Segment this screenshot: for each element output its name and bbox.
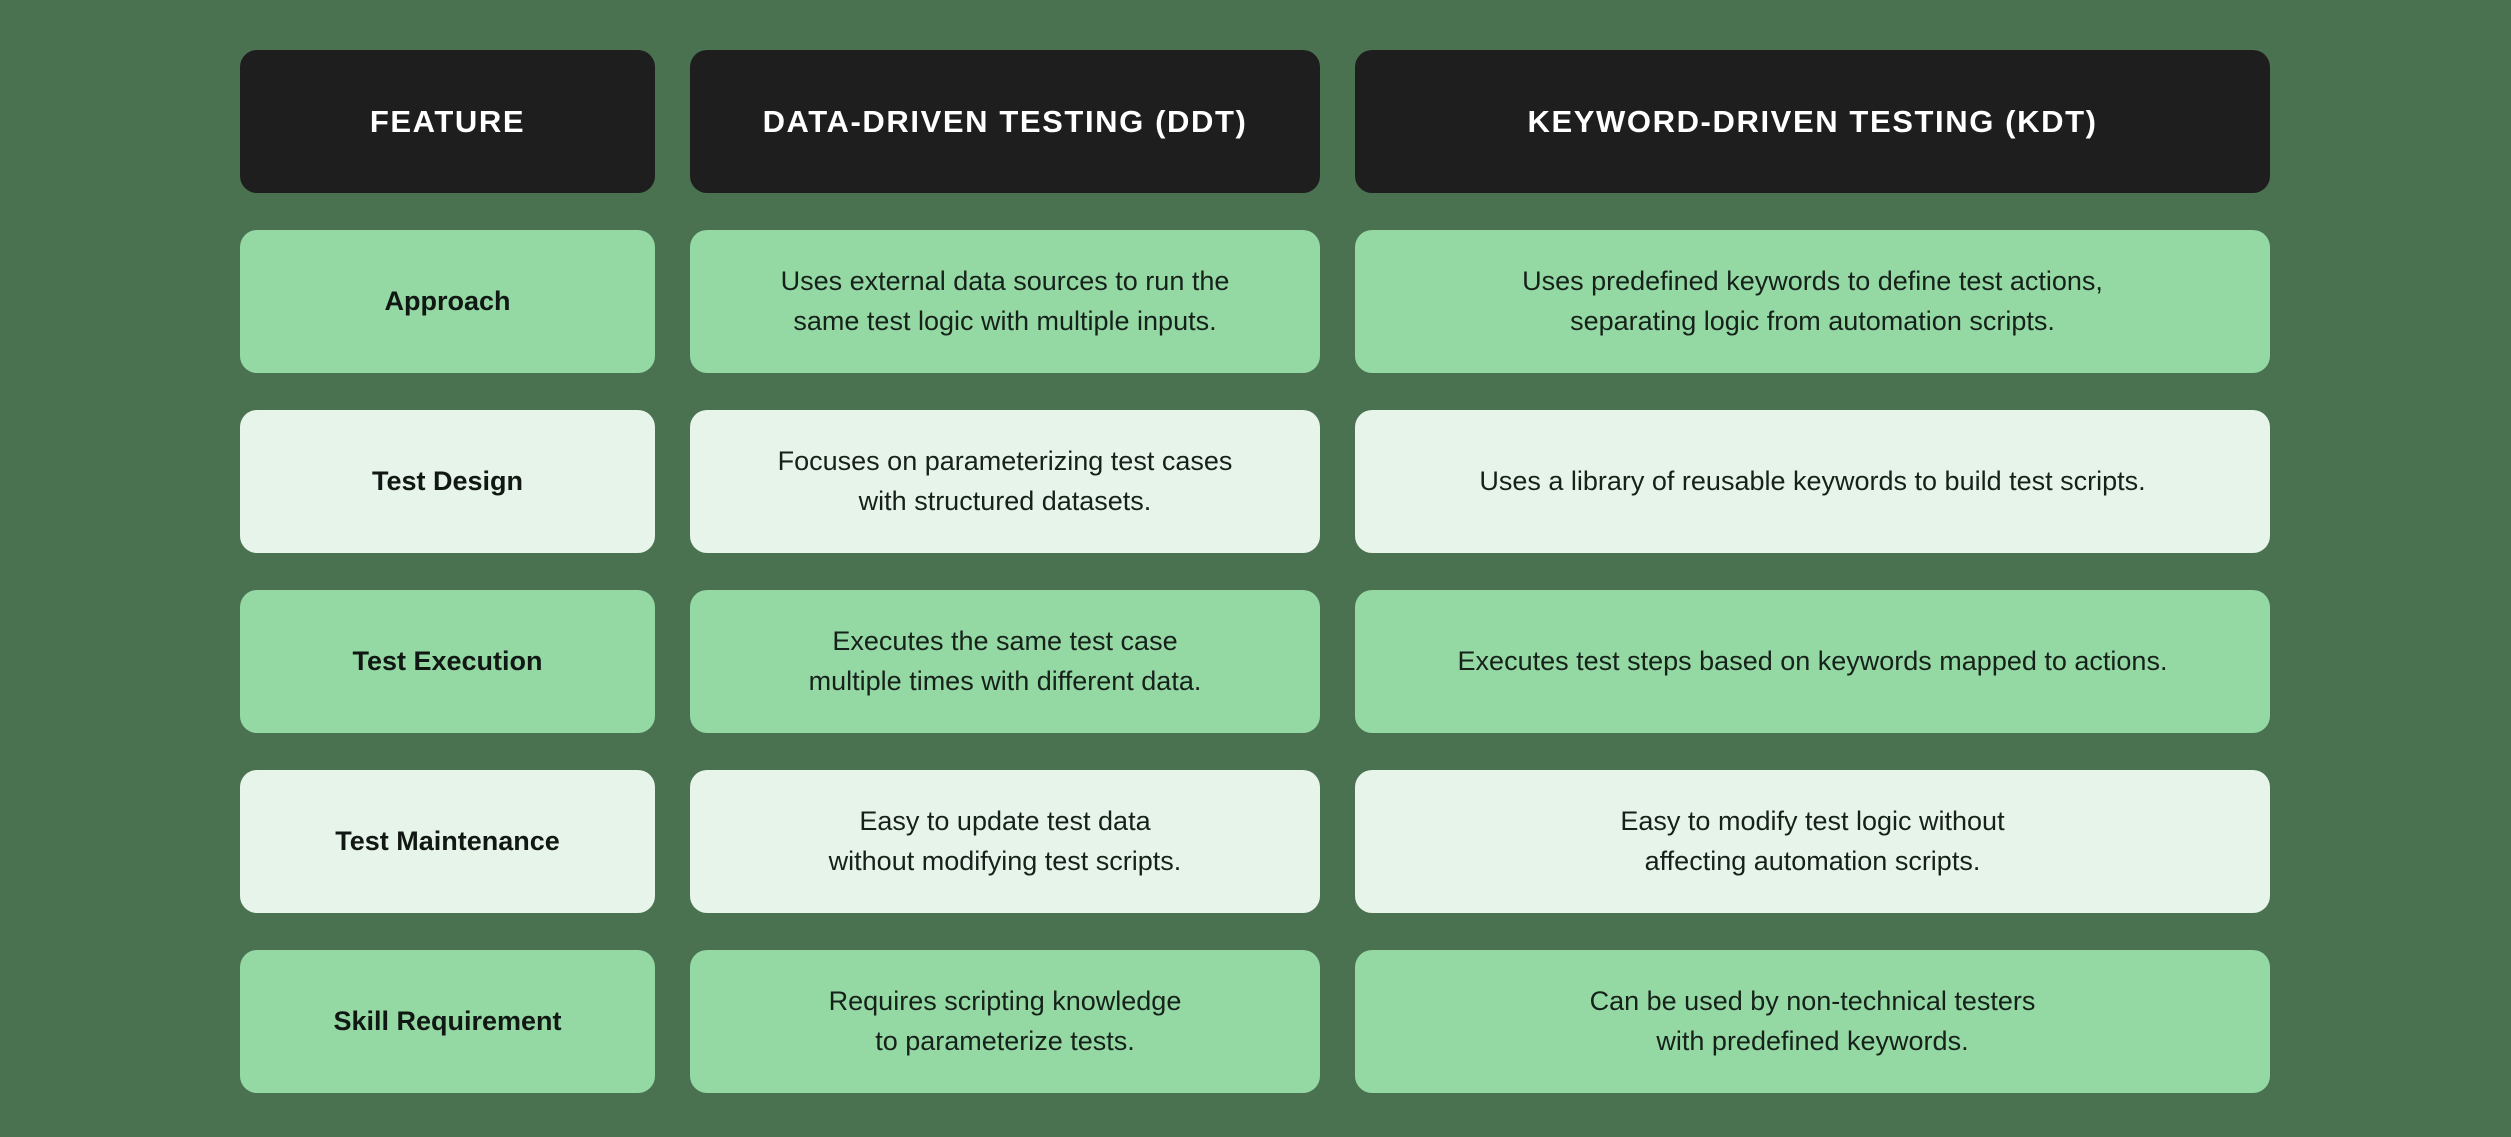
- column-header-ddt-label: DATA-DRIVEN TESTING (DDT): [762, 103, 1248, 139]
- ddt-cell-skill-requirement: Requires scripting knowledge to paramete…: [690, 950, 1320, 1093]
- feature-label: Test Execution: [352, 645, 543, 676]
- feature-label: Test Maintenance: [335, 825, 560, 856]
- ddt-description: Easy to update test data without modifyi…: [828, 806, 1182, 876]
- feature-cell-approach: Approach: [240, 230, 655, 373]
- column-header-feature-label: FEATURE: [369, 103, 526, 139]
- kdt-cell-test-design: Uses a library of reusable keywords to b…: [1355, 410, 2270, 553]
- ddt-cell-test-execution: Executes the same test case multiple tim…: [690, 590, 1320, 733]
- column-header-ddt: DATA-DRIVEN TESTING (DDT): [690, 50, 1320, 193]
- kdt-description: Easy to modify test logic without affect…: [1620, 806, 2005, 876]
- feature-cell-skill-requirement: Skill Requirement: [240, 950, 655, 1093]
- kdt-cell-approach: Uses predefined keywords to define test …: [1355, 230, 2270, 373]
- column-header-kdt: KEYWORD-DRIVEN TESTING (KDT): [1355, 50, 2270, 193]
- table-row: Test Execution Executes the same test ca…: [240, 590, 2270, 733]
- kdt-description: Uses predefined keywords to define test …: [1522, 266, 2103, 336]
- kdt-cell-test-maintenance: Easy to modify test logic without affect…: [1355, 770, 2270, 913]
- table-row: Skill Requirement Requires scripting kno…: [240, 950, 2270, 1093]
- comparison-table: FEATURE DATA-DRIVEN TESTING (DDT) KEYWOR…: [240, 50, 2270, 1093]
- table-row: Test Design Focuses on parameterizing te…: [240, 410, 2270, 553]
- feature-label: Skill Requirement: [333, 1005, 562, 1036]
- table-row: Approach Uses external data sources to r…: [240, 230, 2270, 373]
- ddt-description: Executes the same test case multiple tim…: [808, 626, 1202, 696]
- feature-label: Test Design: [371, 465, 524, 496]
- ddt-cell-test-design: Focuses on parameterizing test cases wit…: [690, 410, 1320, 553]
- feature-label: Approach: [384, 285, 511, 316]
- table-header-row: FEATURE DATA-DRIVEN TESTING (DDT) KEYWOR…: [240, 50, 2270, 193]
- ddt-cell-approach: Uses external data sources to run the sa…: [690, 230, 1320, 373]
- kdt-cell-skill-requirement: Can be used by non-technical testers wit…: [1355, 950, 2270, 1093]
- kdt-description: Can be used by non-technical testers wit…: [1589, 986, 2036, 1056]
- feature-cell-test-execution: Test Execution: [240, 590, 655, 733]
- column-header-feature: FEATURE: [240, 50, 655, 193]
- feature-cell-test-design: Test Design: [240, 410, 655, 553]
- kdt-description: Executes test steps based on keywords ma…: [1457, 645, 2168, 676]
- table-row: Test Maintenance Easy to update test dat…: [240, 770, 2270, 913]
- ddt-description: Uses external data sources to run the sa…: [780, 266, 1230, 336]
- feature-cell-test-maintenance: Test Maintenance: [240, 770, 655, 913]
- ddt-description: Requires scripting knowledge to paramete…: [828, 986, 1182, 1056]
- ddt-cell-test-maintenance: Easy to update test data without modifyi…: [690, 770, 1320, 913]
- kdt-description: Uses a library of reusable keywords to b…: [1479, 465, 2146, 496]
- kdt-cell-test-execution: Executes test steps based on keywords ma…: [1355, 590, 2270, 733]
- column-header-kdt-label: KEYWORD-DRIVEN TESTING (KDT): [1527, 103, 2098, 139]
- ddt-description: Focuses on parameterizing test cases wit…: [777, 446, 1233, 516]
